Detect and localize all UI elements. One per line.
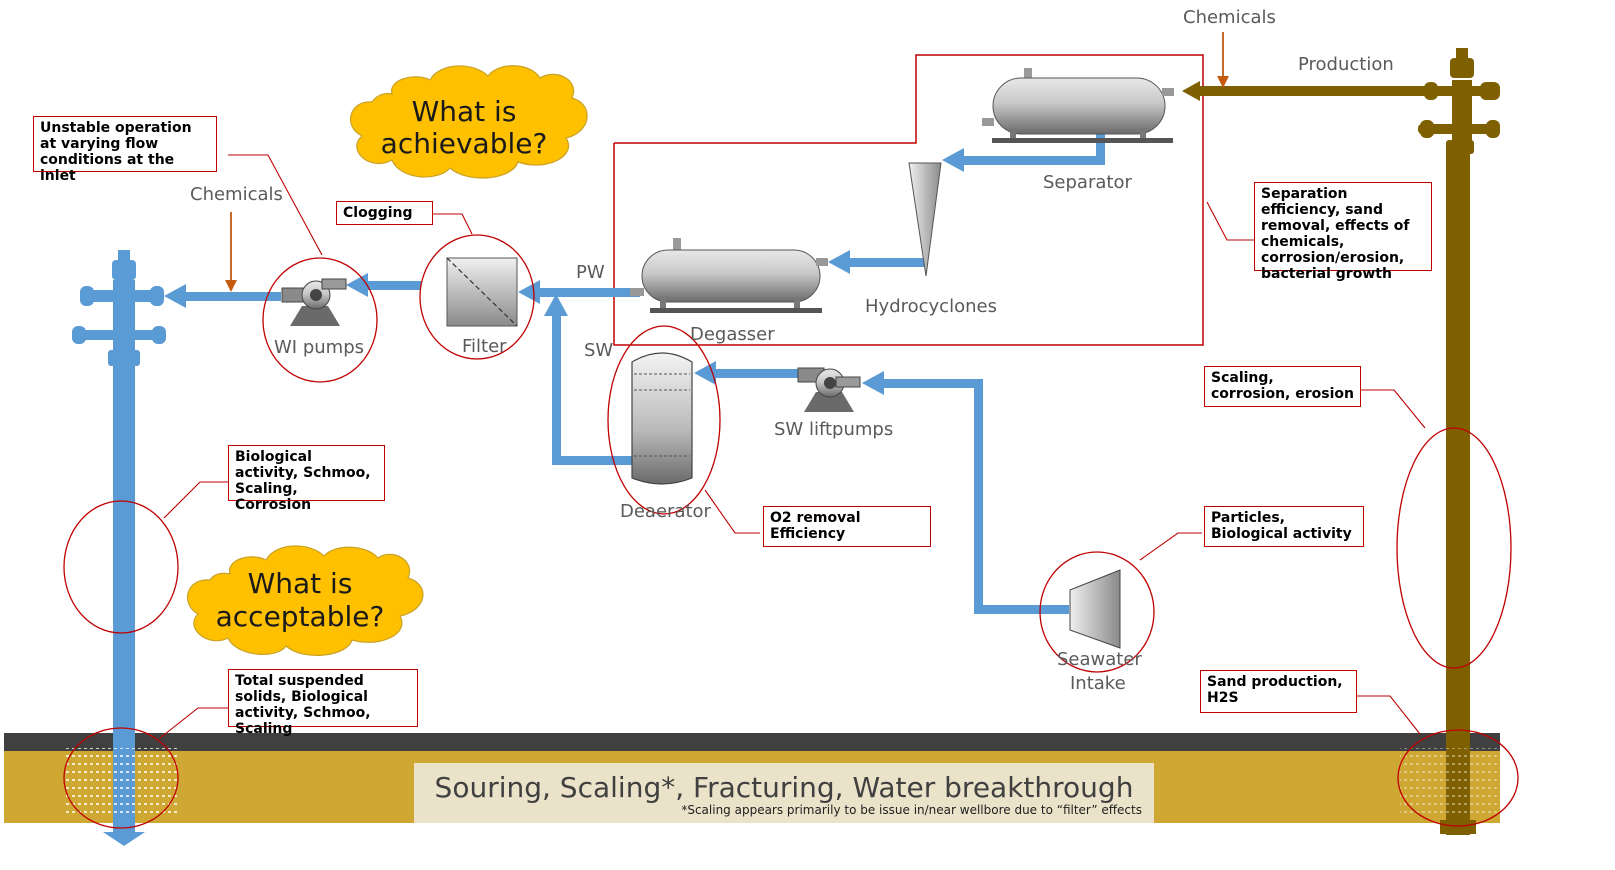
label-wi-pumps: WI pumps xyxy=(274,337,364,358)
sw-liftpump xyxy=(797,367,861,412)
label-hydrocyclones: Hydrocyclones xyxy=(865,296,997,317)
seawater-intake-cone xyxy=(1069,569,1121,649)
cloud-acceptable: What is acceptable? xyxy=(187,545,424,657)
hydrocyclone-cone xyxy=(908,162,942,277)
injection-wellhead xyxy=(72,250,166,368)
ground-line xyxy=(4,733,1500,751)
chemicals-left-arrowhead xyxy=(225,280,237,292)
callout-particles: Particles, Biological activity xyxy=(1204,506,1364,547)
highlight-ellipses xyxy=(63,234,1519,829)
banner-box xyxy=(414,763,1154,823)
callout-o2: O2 removal Efficiency xyxy=(763,506,931,547)
callout-biological: Biological activity, Schmoo, Scaling, Co… xyxy=(228,445,385,513)
separator-vessel xyxy=(982,68,1174,143)
callout-sand: Sand production, H2S xyxy=(1200,670,1357,713)
banner-note: *Scaling appears primarily to be issue i… xyxy=(681,803,1142,817)
callout-tss: Total suspended solids, Biological activ… xyxy=(228,669,418,737)
cloud-achievable: What is achievable? xyxy=(350,65,588,179)
production-frame xyxy=(613,54,1204,346)
filter-unit xyxy=(446,257,518,327)
cloud-achievable-line1: What is xyxy=(412,95,517,128)
label-deaerator: Deaerator xyxy=(620,501,712,522)
cloud-acceptable-line2: acceptable? xyxy=(216,600,385,633)
label-chemicals-top: Chemicals xyxy=(1183,7,1276,28)
callout-leaders xyxy=(159,154,1426,739)
deaerator-vessel xyxy=(631,352,693,485)
callout-unstable: Unstable operation at varying flow condi… xyxy=(33,116,217,184)
label-separator: Separator xyxy=(1043,172,1132,193)
banner-main: Souring, Scaling*, Fracturing, Water bre… xyxy=(435,771,1134,804)
wi-pump xyxy=(281,278,347,326)
callout-separation: Separation efficiency, sand removal, eff… xyxy=(1254,182,1432,282)
production-perforations xyxy=(1400,748,1520,818)
label-seawater-line1: Seawater xyxy=(1057,649,1142,670)
cloud-acceptable-line1: What is xyxy=(248,567,353,600)
label-sw-liftpumps: SW liftpumps xyxy=(774,419,893,440)
injection-well xyxy=(66,365,180,846)
production-flow xyxy=(1182,32,1476,835)
callout-clogging: Clogging xyxy=(336,201,433,225)
cloud-achievable-line2: achievable? xyxy=(381,127,548,160)
label-chemicals-left: Chemicals xyxy=(190,184,283,205)
label-degasser: Degasser xyxy=(690,324,775,345)
label-pw: PW xyxy=(576,262,605,283)
production-wellhead xyxy=(1418,48,1500,154)
label-sw: SW xyxy=(584,340,613,361)
callout-scaling-corrosion: Scaling, corrosion, erosion xyxy=(1204,366,1361,407)
label-filter: Filter xyxy=(462,336,507,357)
label-production: Production xyxy=(1298,54,1394,75)
label-seawater-line2: Intake xyxy=(1070,673,1126,694)
degasser-vessel xyxy=(630,238,828,313)
